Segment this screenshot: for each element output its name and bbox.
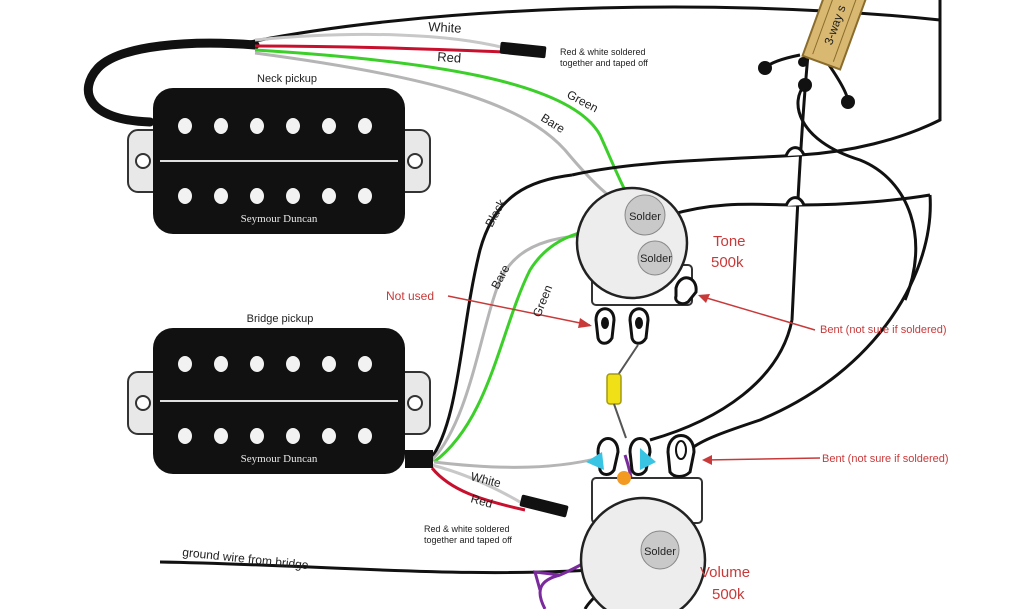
tone-lug-mid-hole bbox=[635, 317, 643, 329]
switch-ground-loop bbox=[796, 83, 918, 301]
tone-solder-label-2: Solder bbox=[640, 253, 672, 265]
switch-junction-d bbox=[798, 57, 808, 67]
bridge-white-wire bbox=[431, 463, 526, 507]
capacitor-lead-top bbox=[617, 344, 639, 376]
tone-lug-bent bbox=[674, 276, 698, 306]
wire-crossing-hop-1 bbox=[784, 146, 806, 157]
volume-lug-right-hole bbox=[675, 440, 687, 460]
switch-body bbox=[801, 0, 869, 71]
bridge-solder-note-line2: together and taped off bbox=[424, 535, 512, 545]
bent-volume-arrow bbox=[704, 457, 821, 461]
switch-to-volume-wire bbox=[649, 319, 794, 442]
neck-mount-screw-left bbox=[135, 153, 151, 169]
bridge-mount-screw-left bbox=[135, 395, 151, 411]
volume-center-dot bbox=[617, 471, 631, 485]
neck-mount-screw-right bbox=[407, 153, 423, 169]
capacitor-lead-bottom bbox=[613, 403, 627, 439]
tone-pot: Solder Solder bbox=[575, 186, 698, 345]
switch-junction-c bbox=[841, 95, 855, 109]
neck-pickup-brand: Seymour Duncan bbox=[241, 213, 318, 225]
bridge-gray-wire bbox=[433, 453, 611, 469]
neck-red-label: Red bbox=[437, 49, 462, 66]
neck-red-wire bbox=[254, 44, 506, 54]
bridge-red-wire bbox=[430, 467, 526, 512]
neck-solder-note-line2: together and taped off bbox=[560, 58, 648, 68]
bent-tone-note: Bent (not sure if soldered) bbox=[820, 324, 947, 336]
neck-green-wire bbox=[254, 48, 642, 216]
neck-pickup-title: Neck pickup bbox=[257, 73, 317, 85]
bridge-pickup: Seymour Duncan bbox=[127, 328, 433, 474]
bridge-green-label: Green bbox=[530, 283, 555, 319]
ground-wire-note: ground wire from bridge bbox=[182, 545, 310, 572]
neck-green-label: Green bbox=[565, 87, 601, 115]
volume-lug-marker-left bbox=[586, 452, 604, 470]
bent-tone-arrowhead bbox=[698, 294, 710, 303]
neck-cable-sheath bbox=[83, 38, 260, 127]
volume-solder-blob bbox=[640, 530, 680, 570]
capacitor bbox=[606, 373, 622, 405]
volume-lug-marker-mid bbox=[640, 448, 656, 470]
bridge-white-label: White bbox=[469, 469, 502, 490]
volume-pot-name: Volume bbox=[700, 564, 750, 581]
tone-solder-label-1: Solder bbox=[629, 211, 661, 223]
neck-white-wire bbox=[254, 32, 506, 50]
tone-hot-wire bbox=[571, 0, 942, 177]
switch-junction-b bbox=[798, 78, 812, 92]
bridge-mount-screw-right bbox=[407, 395, 423, 411]
bridge-taped-end bbox=[519, 494, 569, 518]
not-used-arrow bbox=[447, 295, 591, 326]
volume-solder-label: Solder bbox=[644, 546, 676, 558]
bridge-solder-note-line1: Red & white soldered bbox=[424, 524, 510, 534]
tone-solder-blob-2 bbox=[637, 240, 673, 276]
bent-volume-arrowhead bbox=[702, 455, 712, 465]
tone-pot-name: Tone bbox=[713, 233, 746, 250]
bridge-red-label: Red bbox=[469, 491, 494, 511]
bridge-black-wire bbox=[428, 173, 573, 461]
neck-pole-pieces-bottom bbox=[178, 188, 372, 204]
three-way-switch: 3-way s bbox=[801, 0, 869, 71]
bridge-cable-exit bbox=[405, 450, 433, 468]
neck-pole-pieces-top bbox=[178, 118, 372, 134]
switch-junction-a bbox=[758, 61, 772, 75]
neck-pickup: Seymour Duncan bbox=[127, 88, 431, 234]
not-used-arrowhead bbox=[578, 318, 592, 328]
volume-pot: Solder bbox=[579, 434, 707, 609]
wire-crossing-hop-2 bbox=[784, 196, 806, 207]
right-ground-loop bbox=[688, 194, 932, 452]
bent-tone-arrow bbox=[699, 295, 816, 331]
tone-pot-value: 500k bbox=[711, 254, 744, 271]
bridge-pickup-title: Bridge pickup bbox=[247, 313, 314, 325]
neck-taped-end bbox=[499, 41, 547, 59]
tone-solder-blob-1 bbox=[624, 194, 666, 236]
not-used-note: Not used bbox=[386, 289, 434, 303]
volume-pot-value: 500k bbox=[712, 586, 745, 603]
neck-solder-note-line1: Red & white soldered bbox=[560, 47, 646, 57]
bent-volume-note: Bent (not sure if soldered) bbox=[822, 453, 949, 465]
tone-lug-left-hole bbox=[601, 317, 609, 329]
bridge-pole-pieces-bottom bbox=[178, 428, 372, 444]
bridge-pole-pieces-top bbox=[178, 356, 372, 372]
bridge-ground-wire bbox=[159, 560, 621, 575]
bridge-pickup-brand: Seymour Duncan bbox=[241, 453, 318, 465]
purple-wire-loop bbox=[532, 570, 561, 591]
neck-white-label: White bbox=[428, 19, 462, 36]
